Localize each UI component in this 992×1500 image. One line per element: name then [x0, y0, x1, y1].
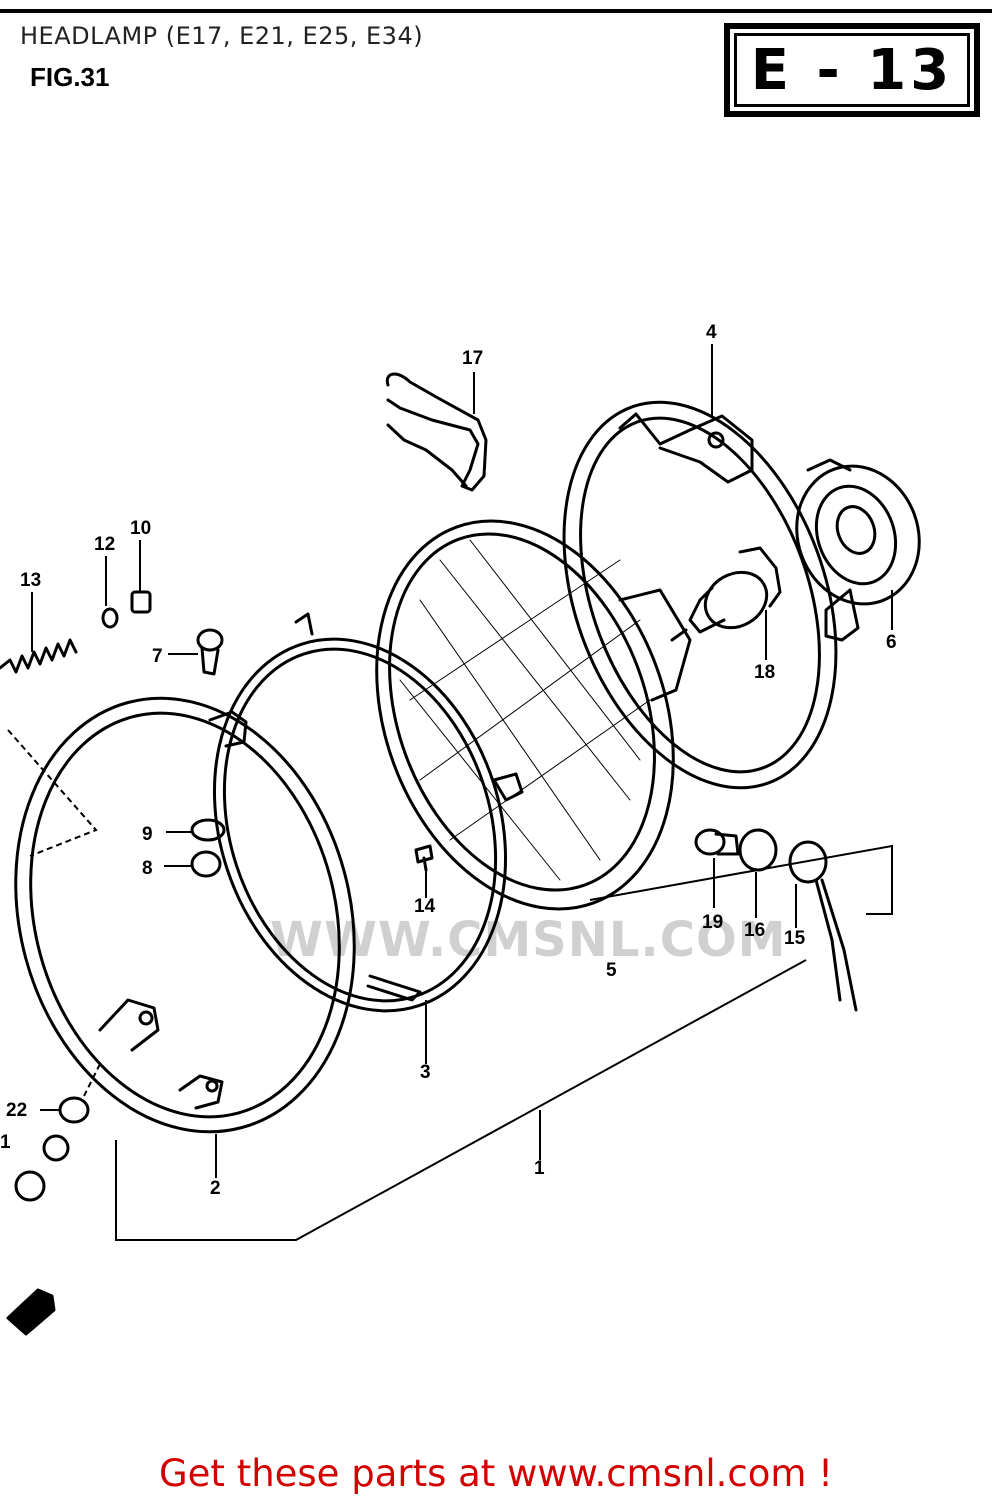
nut-10-part [130, 590, 152, 614]
callout-4: 4 [706, 322, 717, 343]
callout-6: 6 [886, 632, 897, 653]
bulb-socket-part [795, 458, 921, 606]
diagram-title: HEADLAMP (E17, E21, E25, E34) [20, 22, 424, 50]
front-arrow-icon [6, 1288, 56, 1336]
callout-12: 12 [94, 534, 115, 555]
screw-22-part [58, 1096, 90, 1124]
callout-2: 2 [210, 1178, 221, 1199]
callout-8: 8 [142, 858, 153, 879]
screw-7-part [196, 628, 224, 676]
callout-18: 18 [754, 662, 775, 683]
callout-21: 1 [0, 1132, 11, 1153]
adjusting-spring-part [0, 638, 78, 674]
washer-12-part [101, 607, 119, 629]
callout-14: 14 [414, 896, 436, 917]
callout-1: 1 [534, 1158, 545, 1179]
watermark-text: WWW.CMSNL.COM [270, 912, 787, 968]
page-code: E - 13 [750, 37, 954, 103]
leader-lines [7, 344, 893, 1241]
page-code-box: E - 13 [724, 23, 980, 117]
pilot-grommet-16-part [738, 828, 778, 872]
outer-rim-part [14, 696, 356, 1134]
callout-19: 19 [702, 912, 723, 933]
callout-22: 22 [6, 1100, 27, 1121]
lens-unit-part [375, 519, 692, 911]
retaining-ring-part [208, 612, 508, 1013]
callout-16: 16 [744, 920, 765, 941]
grommet-9-part [190, 818, 226, 842]
nut-8-part [190, 850, 222, 878]
top-rule [0, 9, 992, 13]
halogen-bulb-part [670, 546, 782, 642]
callout-5: 5 [606, 960, 617, 981]
pilot-bulb-19-part [694, 828, 740, 856]
callout-17: 17 [462, 348, 483, 369]
figure-number: FIG.31 [30, 62, 110, 92]
callout-10: 10 [130, 518, 151, 539]
callout-7: 7 [152, 646, 163, 667]
screw-14-part [414, 844, 434, 872]
callout-9: 9 [142, 824, 153, 845]
pilot-socket-15-part [788, 840, 858, 1012]
washer-21-part [42, 1134, 70, 1162]
callout-3: 3 [420, 1062, 431, 1083]
callout-15: 15 [784, 928, 806, 949]
bolt-bottom-part [14, 1170, 46, 1202]
footer-cta-link[interactable]: Get these parts at www.cmsnl.com ! [158, 1452, 833, 1495]
callout-13: 13 [20, 570, 41, 591]
spring-clip-part [385, 372, 488, 492]
